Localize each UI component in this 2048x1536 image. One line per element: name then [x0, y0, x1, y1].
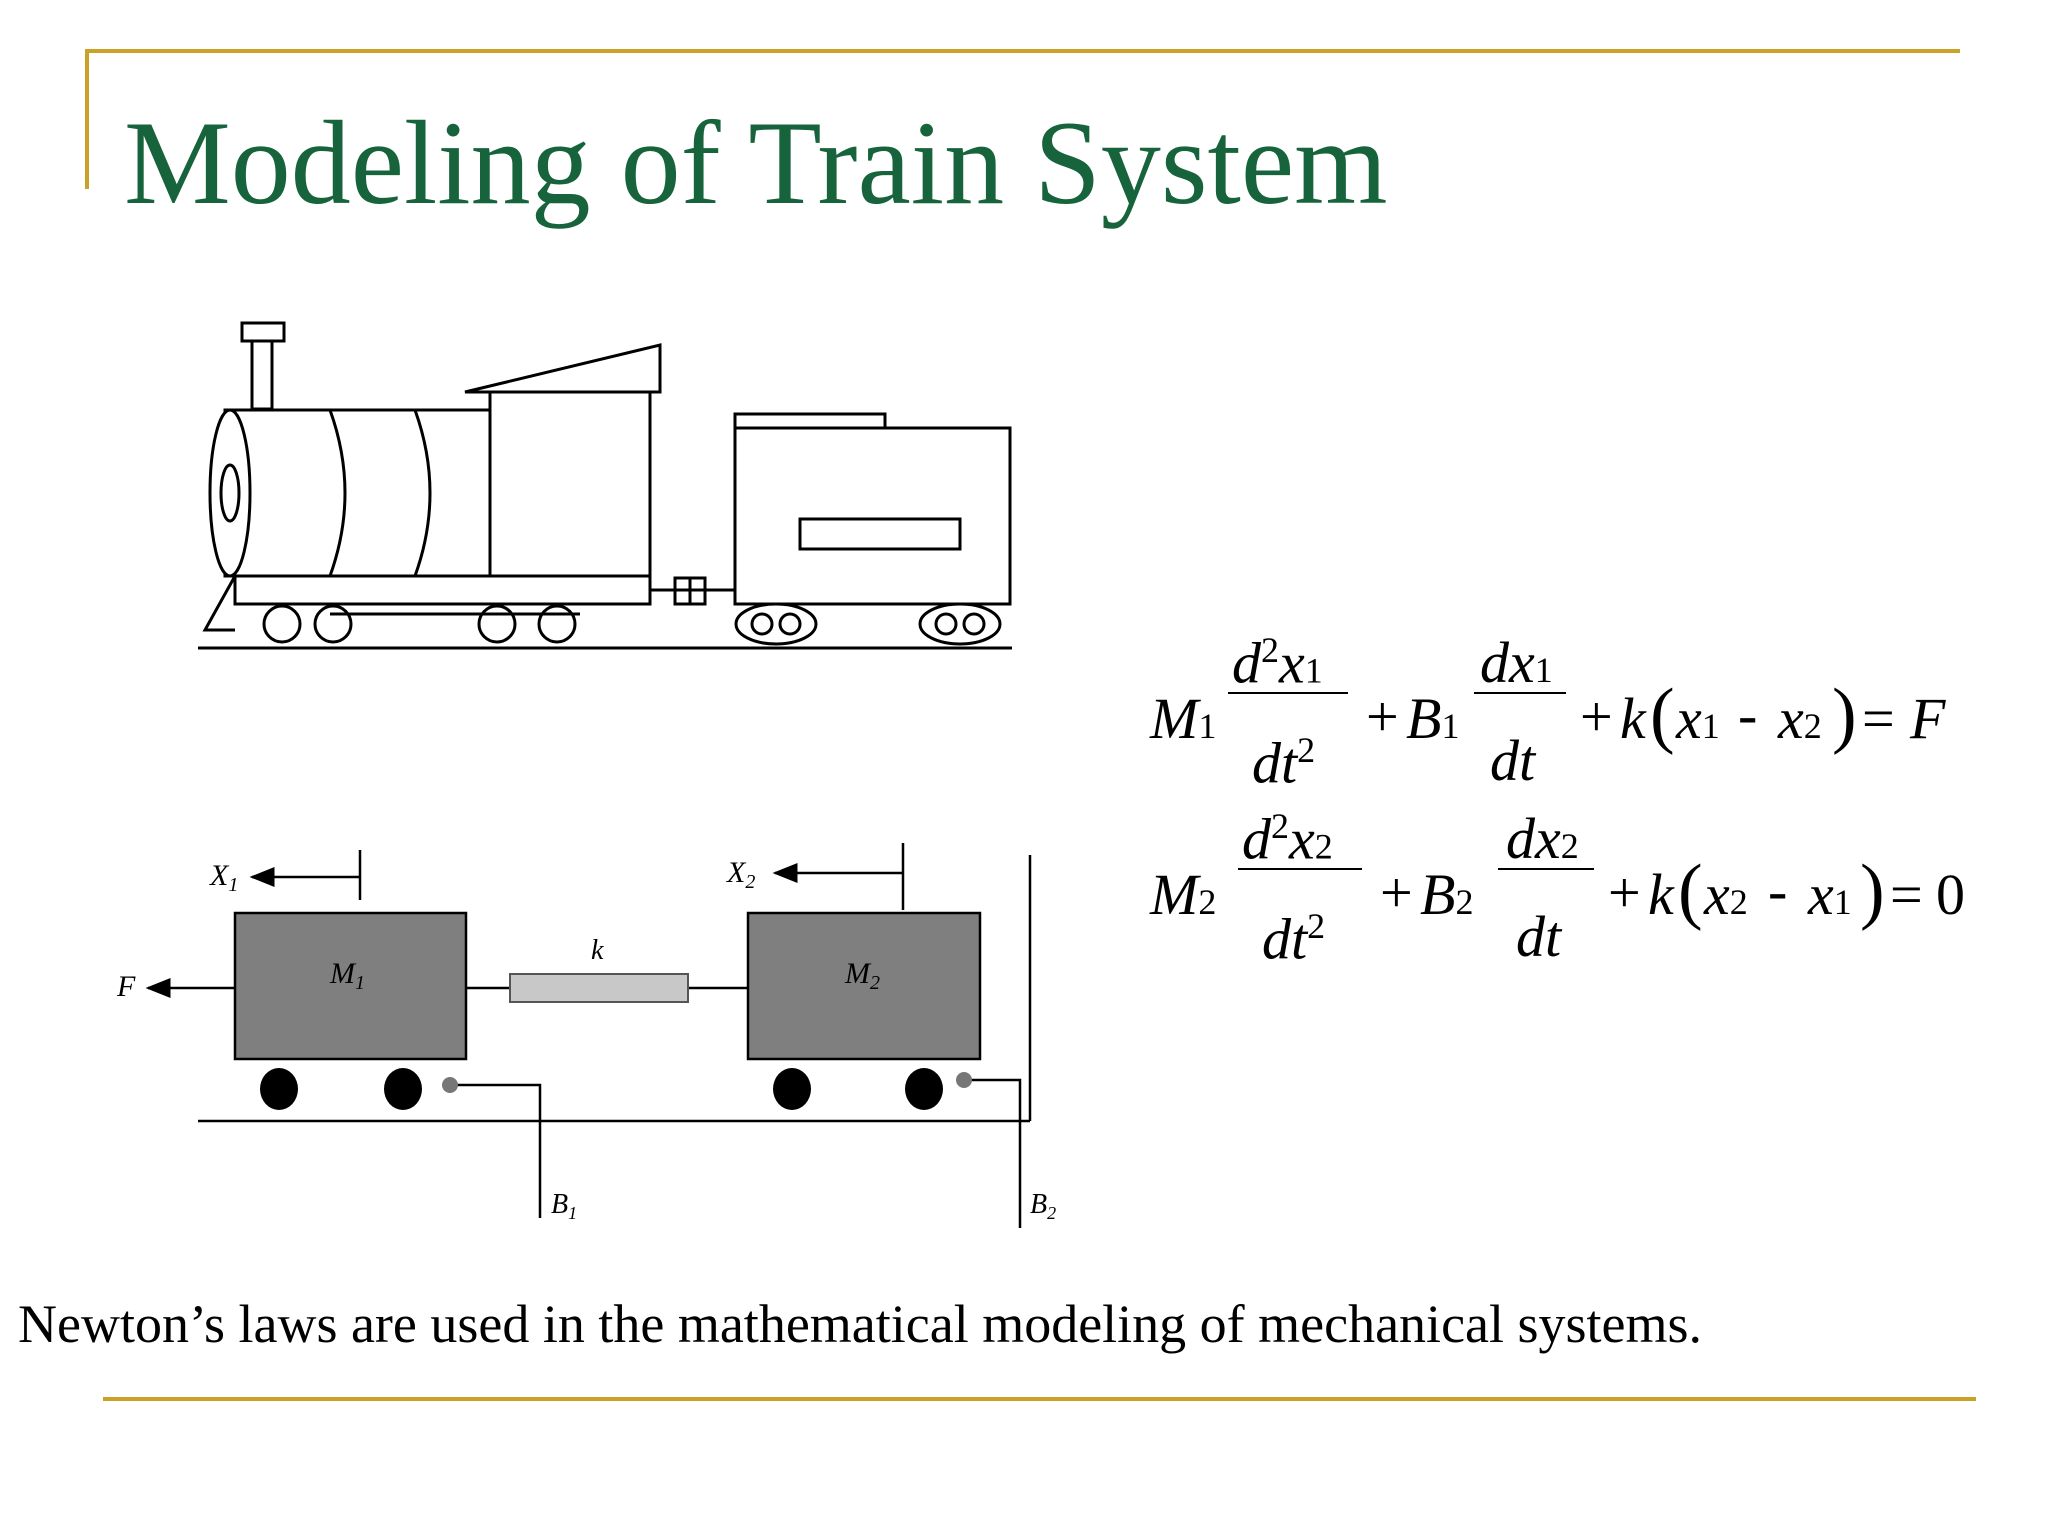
train-cab-roof [464, 343, 662, 394]
eq2-accel-denominator: dt2 [1262, 906, 1326, 972]
loco-wheel [537, 604, 577, 644]
train-boiler-front-ring [219, 463, 241, 523]
train-boiler-front [208, 408, 252, 578]
b2-damper-lead [966, 1078, 1022, 1228]
eq2-minus: - [1768, 858, 1788, 923]
eq1-plus-1: + [1366, 684, 1399, 749]
eq2-rhs: 0 [1936, 862, 1965, 927]
eq2-xa: x2 [1704, 862, 1748, 927]
eq2-equals: = [1890, 862, 1923, 927]
eq2-plus-1: + [1380, 860, 1413, 925]
eq1-close-paren: ) [1832, 674, 1857, 756]
eq1-accel-denominator: dt2 [1252, 730, 1316, 796]
slide-title: Modeling of Train System [124, 96, 1388, 229]
equation-1: M1 d2x1 dt2 + B1 dx1 dt + k ( x1 - x2 ) … [1140, 620, 1980, 800]
eq1-mass: M1 [1150, 686, 1217, 751]
eq2-close-paren: ) [1860, 850, 1885, 932]
loco-wheel [477, 604, 517, 644]
b1-damper-lead [452, 1083, 542, 1218]
tender-top [733, 412, 887, 430]
b1-damper-point [442, 1077, 458, 1093]
eq1-velocity-numerator: dx1 [1480, 630, 1553, 695]
x1-label: X1 [209, 859, 238, 896]
eq2-plus-2: + [1608, 860, 1641, 925]
eq1-xb: x2 [1778, 686, 1822, 751]
left-rule [85, 49, 89, 189]
eq2-open-paren: ( [1678, 850, 1703, 932]
wheel [260, 1068, 298, 1110]
spring-k [509, 973, 689, 1003]
x2-label: X2 [726, 856, 755, 893]
eq2-velocity-fraction-bar [1498, 868, 1594, 870]
eq1-equals: = [1862, 686, 1895, 751]
train-boiler-band-1 [328, 409, 347, 577]
eq1-xa: x1 [1676, 686, 1720, 751]
m2-label: M2 [844, 957, 880, 994]
wheel [384, 1068, 422, 1110]
eq2-mass: M2 [1150, 862, 1217, 927]
train-boiler-band-2 [413, 409, 432, 577]
eq2-stiffness: k [1648, 862, 1674, 927]
eq1-minus: - [1738, 682, 1758, 747]
eq1-open-paren: ( [1650, 674, 1675, 756]
train-cowcatcher [202, 575, 237, 632]
mass-m2 [746, 911, 982, 1061]
b2-label: B2 [1030, 1189, 1056, 1223]
m1-label: M1 [329, 957, 365, 994]
eq1-velocity-fraction-bar [1474, 692, 1566, 694]
spring-label: k [591, 935, 604, 966]
tender-bogie [734, 602, 818, 646]
loco-wheel [313, 604, 353, 644]
eq1-velocity-denominator: dt [1490, 728, 1536, 793]
eq2-damping: B2 [1420, 862, 1474, 927]
wheel [905, 1068, 943, 1110]
b1-label: B1 [551, 1189, 577, 1223]
eq2-accel-numerator: d2x2 [1242, 806, 1333, 872]
eq2-velocity-denominator: dt [1516, 904, 1562, 969]
loco-wheel [262, 604, 302, 644]
eq1-accel-fraction-bar [1228, 692, 1348, 694]
eq1-rhs: F [1910, 686, 1946, 751]
equation-2: M2 d2x2 dt2 + B2 dx2 dt + k ( x2 - x1 ) … [1140, 796, 1980, 976]
eq2-accel-fraction-bar [1238, 868, 1362, 870]
tender-window [798, 517, 962, 551]
eq1-stiffness: k [1620, 686, 1646, 751]
tender-bogie [918, 602, 1002, 646]
eq1-accel-numerator: d2x1 [1232, 630, 1323, 696]
top-rule [85, 49, 1960, 53]
bottom-rule [103, 1397, 1976, 1401]
b2-damper-point [956, 1072, 972, 1088]
force-label: F [116, 970, 136, 1003]
slide-caption: Newton’s laws are used in the mathematic… [18, 1294, 1703, 1354]
eq2-xb: x1 [1808, 862, 1852, 927]
eq2-velocity-numerator: dx2 [1506, 806, 1579, 871]
mass-m1 [233, 911, 468, 1061]
eq1-damping: B1 [1406, 686, 1460, 751]
wheel [773, 1068, 811, 1110]
eq1-plus-2: + [1580, 684, 1613, 749]
